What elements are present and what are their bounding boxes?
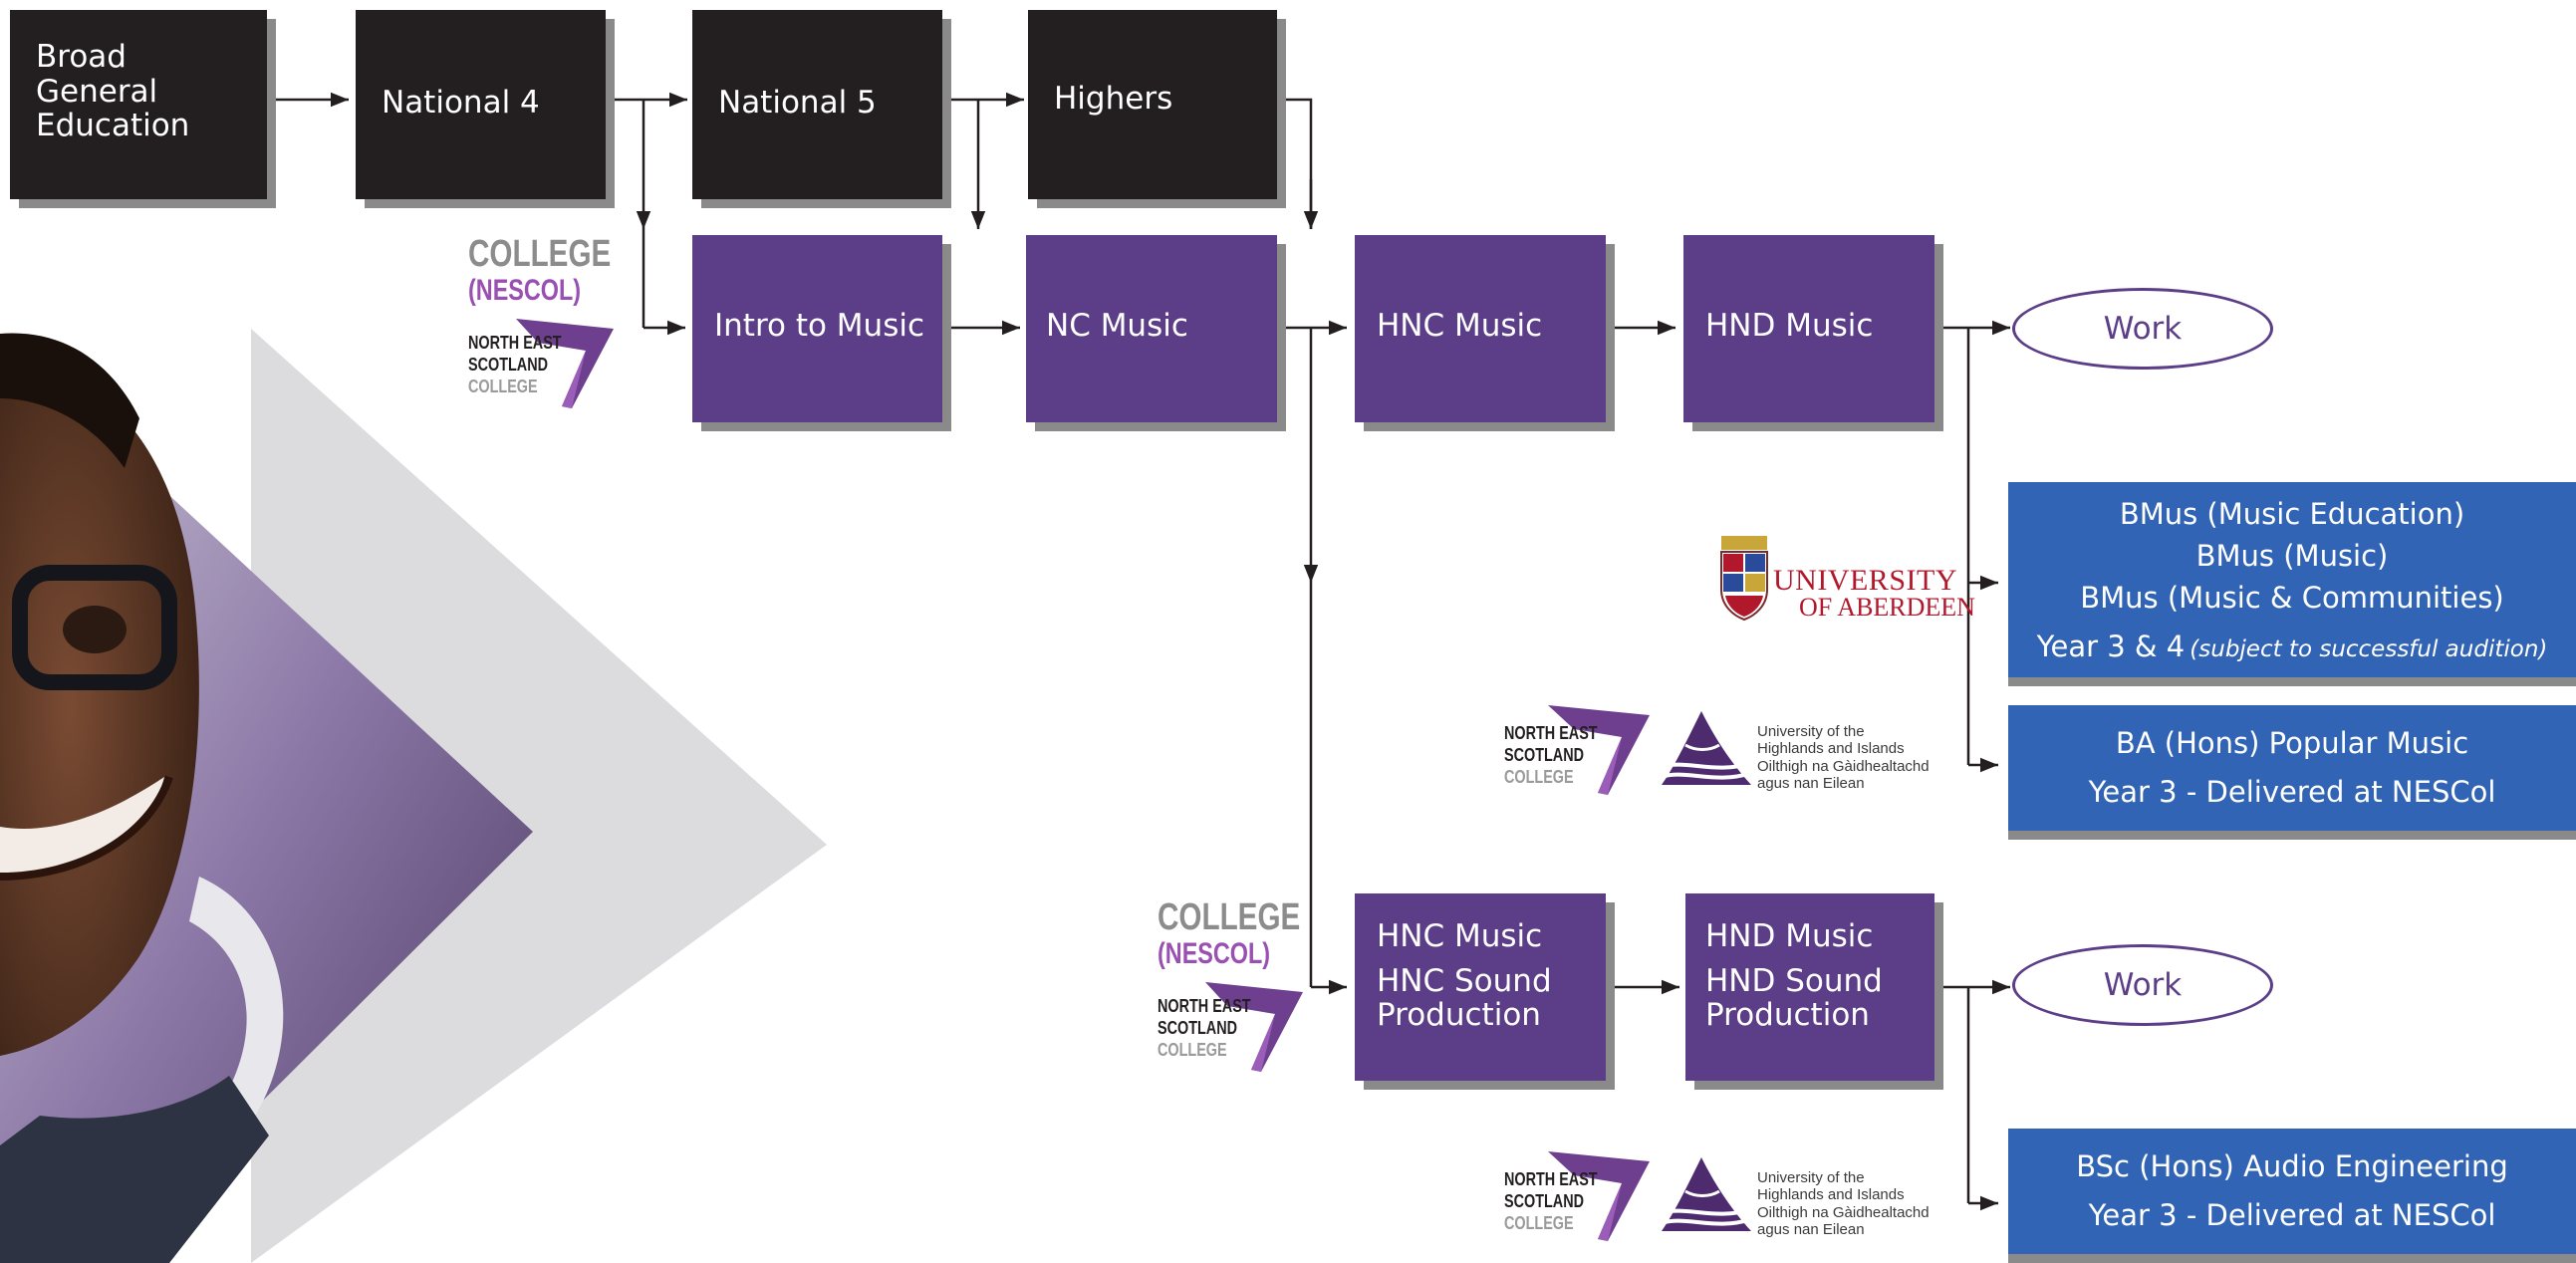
degree-line-3: BMus (Music & Communities) — [2080, 580, 2504, 615]
uhi-line-4: agus nan Eilean — [1757, 1220, 1865, 1238]
uhi-mountain-icon — [1661, 1157, 1752, 1231]
node-label-line-2: HNC Sound — [1377, 962, 1552, 999]
aberdeen-line-2: OF ABERDEEN — [1799, 593, 1975, 622]
node-highers: Highers — [1028, 10, 1277, 199]
degree-line-2: BMus (Music) — [2195, 538, 2389, 573]
mark-line-1: NORTH EAST — [1504, 723, 1598, 743]
mark-line-2: SCOTLAND — [468, 355, 548, 375]
mark-line-3: COLLEGE — [468, 377, 538, 396]
nescol-swoosh-icon — [1205, 982, 1303, 1072]
node-broad-general-education: Broad General Education — [10, 10, 267, 199]
node-bsc-audio-engineering: BSc (Hons) Audio Engineering Year 3 - De… — [2008, 1129, 2576, 1254]
node-label-line-2: HND Sound — [1705, 962, 1883, 999]
logo-nescol-text: (NESCOL) — [468, 274, 582, 307]
uhi-line-1: University of the — [1757, 723, 1865, 740]
node-hnc-music: HNC Music — [1355, 235, 1606, 422]
mark-line-3: COLLEGE — [1504, 1213, 1574, 1233]
node-work-lower: Work — [2012, 944, 2273, 1026]
degree-note: (subject to successful audition) — [2190, 635, 2548, 662]
nescol-uhi-logos-upper: NORTH EAST SCOTLAND COLLEGE University o… — [1504, 701, 1942, 801]
node-label: Work — [2103, 967, 2183, 1003]
nescol-mark: NORTH EAST SCOTLAND COLLEGE — [1158, 978, 1317, 1072]
degree-line-1: BMus (Music Education) — [2119, 496, 2465, 531]
node-label-line-2: General — [36, 73, 158, 110]
logo-college-text: COLLEGE — [468, 233, 612, 275]
mark-line-2: SCOTLAND — [1158, 1018, 1237, 1038]
mark-line-3: COLLEGE — [1504, 767, 1574, 787]
uhi-line-2: Highlands and Islands — [1757, 1186, 1905, 1204]
node-label: HND Music — [1705, 308, 1874, 344]
node-national-4: National 4 — [356, 10, 606, 199]
mark-line-2: SCOTLAND — [1504, 1191, 1584, 1211]
node-bmus-degrees: BMus (Music Education) BMus (Music) BMus… — [2008, 482, 2576, 677]
node-label-line-1: HNC Music — [1377, 918, 1543, 954]
node-hnc-music-sound-production: HNC Music HNC Sound Production — [1355, 893, 1606, 1081]
mark-line-1: NORTH EAST — [1504, 1169, 1598, 1189]
node-work-upper: Work — [2012, 288, 2273, 370]
logo-college-text: COLLEGE — [1158, 896, 1301, 938]
nescol-uhi-logos-lower: NORTH EAST SCOTLAND COLLEGE University o… — [1504, 1147, 1942, 1247]
uhi-line-1: University of the — [1757, 1169, 1865, 1186]
uhi-line-4: agus nan Eilean — [1757, 774, 1865, 792]
node-label: National 4 — [382, 85, 540, 121]
uhi-logo-text: University of the Highlands and Islands … — [1757, 1169, 1930, 1238]
nescol-swoosh-icon — [1548, 705, 1650, 795]
node-national-5: National 5 — [692, 10, 942, 199]
node-label-line-3: Production — [1377, 997, 1541, 1034]
nescol-mark: NORTH EAST SCOTLAND COLLEGE — [1504, 1147, 1664, 1241]
node-ba-popular-music: BA (Hons) Popular Music Year 3 - Deliver… — [2008, 705, 2576, 831]
aberdeen-line-1: UNIVERSITY — [1773, 564, 1957, 597]
mark-line-2: SCOTLAND — [1504, 745, 1584, 765]
node-label-line-3: Production — [1705, 997, 1870, 1034]
nescol-mark: NORTH EAST SCOTLAND COLLEGE — [1504, 701, 1664, 795]
node-label: HNC Music — [1377, 308, 1543, 344]
uhi-line-3: Oilthigh na Gàidhealtachd — [1757, 757, 1930, 775]
node-label-line-3: Education — [36, 108, 190, 144]
degree-line-2: Year 3 - Delivered at NESCol — [2088, 775, 2496, 809]
node-label-line-1: Broad — [36, 39, 127, 75]
degree-line-2: Year 3 - Delivered at NESCol — [2088, 1198, 2496, 1232]
node-intro-to-music: Intro to Music — [692, 235, 942, 422]
nescol-logo: COLLEGE (NESCOL) NORTH EAST SCOTLAND COL… — [468, 233, 651, 408]
node-hnd-music-sound-production: HND Music HND Sound Production — [1685, 893, 1934, 1081]
uhi-line-2: Highlands and Islands — [1757, 740, 1905, 758]
node-label: NC Music — [1046, 308, 1188, 344]
nescol-logo-lower: COLLEGE (NESCOL) NORTH EAST SCOTLAND COL… — [1158, 896, 1341, 1072]
node-label: Highers — [1054, 81, 1173, 117]
uhi-line-3: Oilthigh na Gàidhealtachd — [1757, 1203, 1930, 1221]
node-label: Work — [2103, 311, 2183, 347]
logo-nescol-text: (NESCOL) — [1158, 937, 1271, 970]
node-label: Intro to Music — [714, 308, 925, 344]
uhi-mountain-icon — [1661, 711, 1752, 785]
mark-line-3: COLLEGE — [1158, 1040, 1227, 1060]
uhi-logo-text: University of the Highlands and Islands … — [1757, 723, 1930, 792]
node-nc-music: NC Music — [1026, 235, 1277, 422]
nescol-swoosh-icon — [1548, 1151, 1650, 1241]
mark-line-1: NORTH EAST — [1158, 996, 1251, 1016]
degree-line-1: BA (Hons) Popular Music — [2115, 725, 2469, 760]
degree-year: Year 3 & 4 — [2036, 629, 2186, 663]
degree-line-1: BSc (Hons) Audio Engineering — [2076, 1148, 2508, 1183]
student-photo — [0, 329, 827, 1263]
node-label: National 5 — [718, 85, 877, 121]
degree-year-row: Year 3 & 4 (subject to successful auditi… — [2037, 627, 2548, 667]
node-label-line-1: HND Music — [1705, 918, 1874, 954]
nescol-mark: NORTH EAST SCOTLAND COLLEGE — [468, 315, 628, 408]
mark-line-1: NORTH EAST — [468, 333, 562, 353]
aberdeen-crest-icon — [1720, 536, 1768, 622]
node-hnd-music: HND Music — [1683, 235, 1934, 422]
university-of-aberdeen-logo: UNIVERSITY OF ABERDEEN — [1715, 534, 1975, 622]
nescol-swoosh-icon — [516, 319, 614, 408]
